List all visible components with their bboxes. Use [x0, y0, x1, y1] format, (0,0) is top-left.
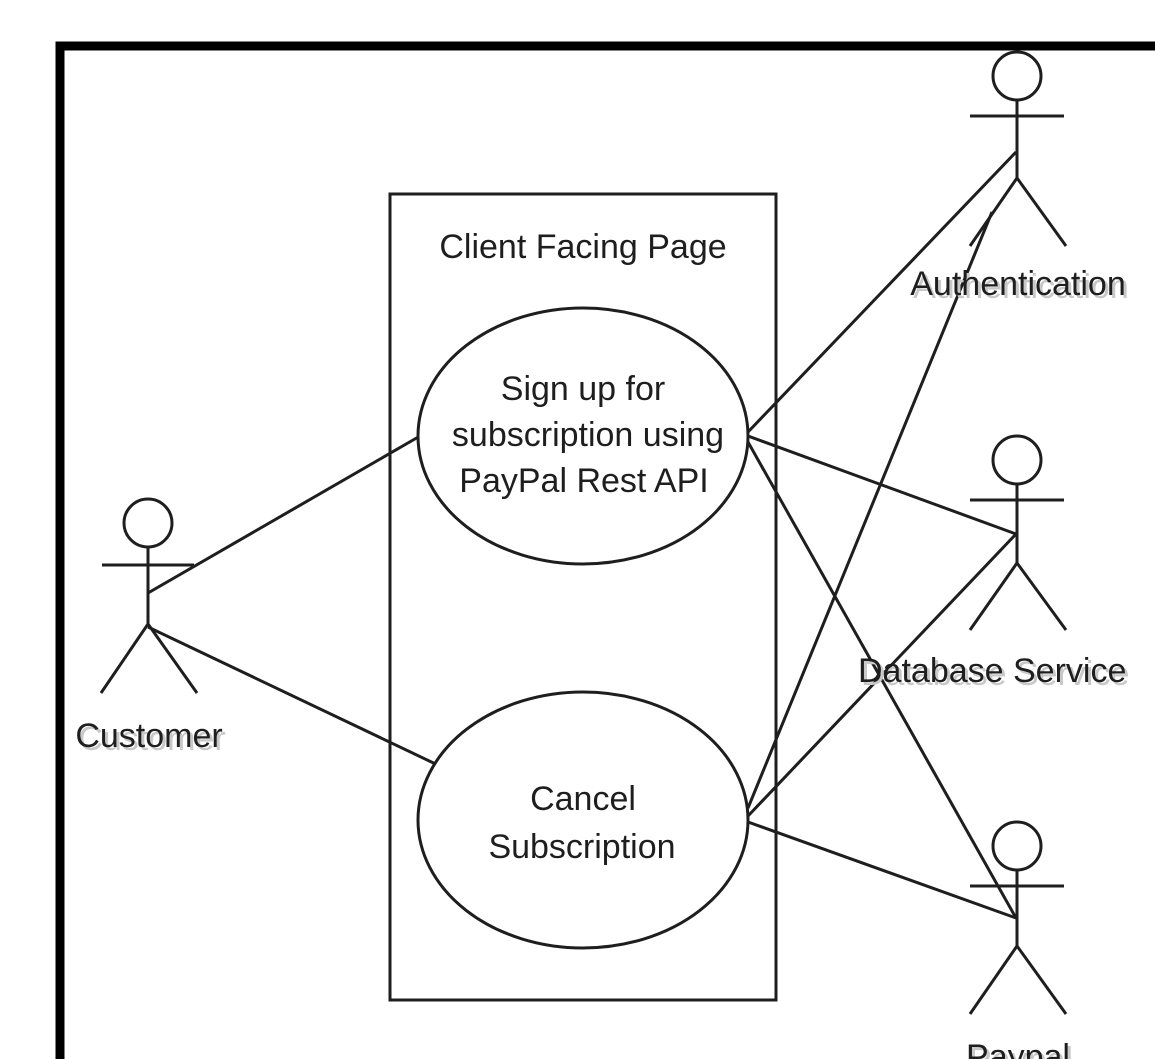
actor-paypal-label: Paypal: [966, 1038, 1070, 1059]
use-case-cancel-label-line-1: Cancel: [530, 780, 636, 818]
association-signup-database: [747, 434, 1017, 536]
actor-paypal-head: [991, 820, 1043, 872]
actor-paypal-right-leg: [1015, 945, 1068, 1015]
association-cancel-authentication: [746, 211, 994, 809]
actor-customer-label: Customer: [75, 717, 222, 755]
system-boundary-title: Client Facing Page: [439, 228, 726, 266]
actor-authentication-left-leg: [968, 177, 1019, 247]
actor-authentication-head: [991, 50, 1043, 102]
association-signup-paypal: [746, 441, 1018, 919]
actor-database-service[interactable]: [968, 434, 1068, 631]
use-case-cancel[interactable]: Cancel Subscription: [416, 690, 750, 950]
association-customer-signup: [147, 434, 421, 595]
use-case-signup-ellipse: [416, 306, 750, 566]
actor-customer-right-leg: [146, 623, 199, 694]
association-cancel-database: [746, 532, 1018, 818]
actor-paypal[interactable]: [968, 820, 1068, 1015]
associations: [147, 150, 1018, 920]
association-signup-authentication: [746, 150, 1018, 434]
use-case-signup[interactable]: Sign up for subscription using PayPal Re…: [416, 306, 750, 566]
use-case-cancel-ellipse: [416, 690, 750, 950]
actor-authentication-right-leg: [1015, 177, 1068, 247]
actor-authentication[interactable]: [968, 50, 1068, 247]
use-case-signup-label-line-2: subscription using: [452, 416, 724, 454]
actor-database-service-left-leg: [968, 562, 1019, 631]
actor-customer[interactable]: [99, 497, 199, 694]
actor-authentication-label-shadow: Authentication: [913, 268, 1129, 306]
use-case-signup-label-line-1: Sign up for: [501, 370, 665, 408]
actor-customer-label-shadow: Customer: [78, 720, 225, 758]
actor-database-service-label: Database Service: [858, 652, 1126, 690]
actor-paypal-label-shadow: Paypal: [969, 1041, 1073, 1059]
actor-customer-head: [122, 497, 174, 549]
association-customer-cancel: [147, 625, 445, 770]
outer-frame: [55, 41, 1155, 1059]
association-cancel-paypal: [747, 820, 1017, 920]
actor-authentication-label: Authentication: [910, 265, 1126, 303]
use-case-signup-label-line-3: PayPal Rest API: [459, 462, 708, 500]
actor-customer-left-leg: [99, 623, 150, 694]
actor-database-service-right-leg: [1015, 562, 1068, 631]
actor-paypal-left-leg: [968, 945, 1019, 1015]
actor-database-service-label-shadow: Database Service: [861, 655, 1129, 693]
actor-database-service-head: [991, 434, 1043, 486]
system-boundary: [388, 192, 778, 1002]
use-case-cancel-label-line-2: Subscription: [488, 828, 675, 866]
